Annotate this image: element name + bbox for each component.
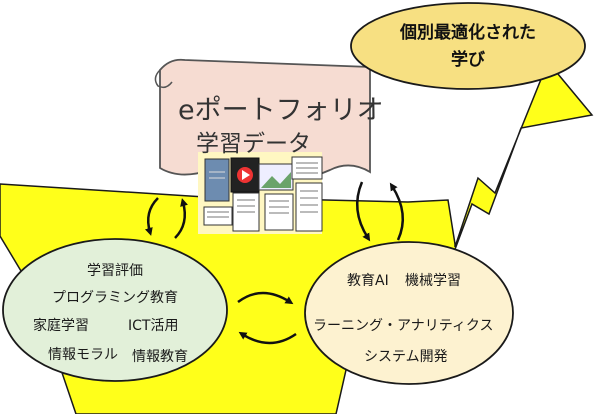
left-item-ict: ICT活用 [128, 318, 179, 334]
right-item-education-ai: 教育AI [347, 273, 389, 289]
banner-subtitle: 学習データ [196, 131, 311, 157]
right-topics-ellipse [304, 241, 514, 385]
cycle-arrow-right-down [355, 181, 371, 242]
left-topics-ellipse [2, 238, 228, 382]
cycle-arrow-left-up [174, 198, 188, 239]
left-item-assessment: 学習評価 [87, 263, 143, 279]
left-item-moral: 情報モラル [48, 347, 118, 363]
banner-title: eポートフォリオ [178, 95, 384, 126]
cycle-arrow-middle-left [238, 331, 297, 345]
right-item-learning-analytics: ラーニング・アナリティクス [313, 318, 494, 334]
cycle-arrow-right-up [389, 182, 405, 241]
left-item-programming: プログラミング教育 [52, 290, 178, 306]
left-item-info-education: 情報教育 [132, 349, 188, 365]
cycle-arrow-left-down [145, 197, 159, 236]
goal-line-2: 学び [451, 50, 485, 70]
goal-bubble [350, 2, 586, 90]
document-media-icons [198, 152, 323, 234]
right-item-machine-learning: 機械学習 [405, 273, 461, 289]
goal-line-1: 個別最適化された [400, 23, 536, 43]
cycle-arrow-middle-right [237, 291, 294, 305]
right-item-system-development: システム開発 [364, 349, 448, 365]
left-item-home-study: 家庭学習 [33, 318, 89, 334]
